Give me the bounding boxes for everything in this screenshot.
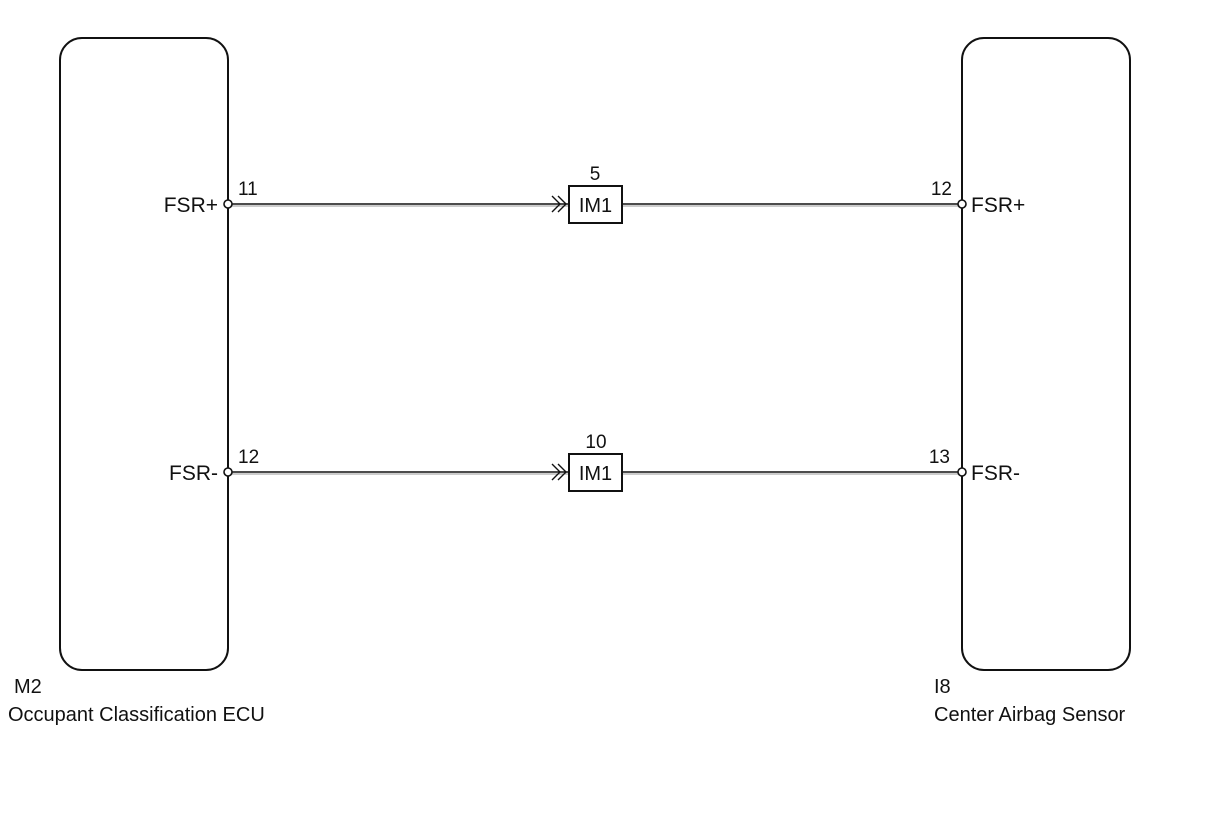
connector-chevron-icon [551,195,567,213]
left-pin-name: FSR+ [164,194,218,217]
circuit-fsr-minus: IM1 10 FSR- 12 13 FSR- [169,432,1020,492]
inline-connector-pin: 10 [585,432,606,453]
left-component-code: M2 [14,676,42,698]
right-terminal-icon [957,199,967,209]
right-pin-name: FSR- [971,462,1020,485]
right-component-name: Center Airbag Sensor [934,704,1126,726]
inline-connector-name: IM1 [579,195,612,217]
left-component-name: Occupant Classification ECU [8,704,265,726]
right-component-box [961,37,1131,671]
inline-connector-pin: 5 [590,164,601,185]
inline-connector-box [568,453,623,492]
left-pin-number: 12 [238,447,259,468]
right-pin-name: FSR+ [971,194,1025,217]
circuit-fsr-plus: IM1 5 FSR+ 11 12 FSR+ [164,164,1025,224]
right-terminal-icon [957,467,967,477]
left-component-box [59,37,229,671]
left-pin-number: 11 [238,179,258,200]
left-terminal-icon [223,199,233,209]
left-pin-name: FSR- [169,462,218,485]
inline-connector-box [568,185,623,224]
right-pin-number: 12 [931,179,952,200]
right-pin-number: 13 [929,447,950,468]
inline-connector-name: IM1 [579,463,612,485]
connector-chevron-icon [551,463,567,481]
left-terminal-icon [223,467,233,477]
right-component-code: I8 [934,676,951,698]
